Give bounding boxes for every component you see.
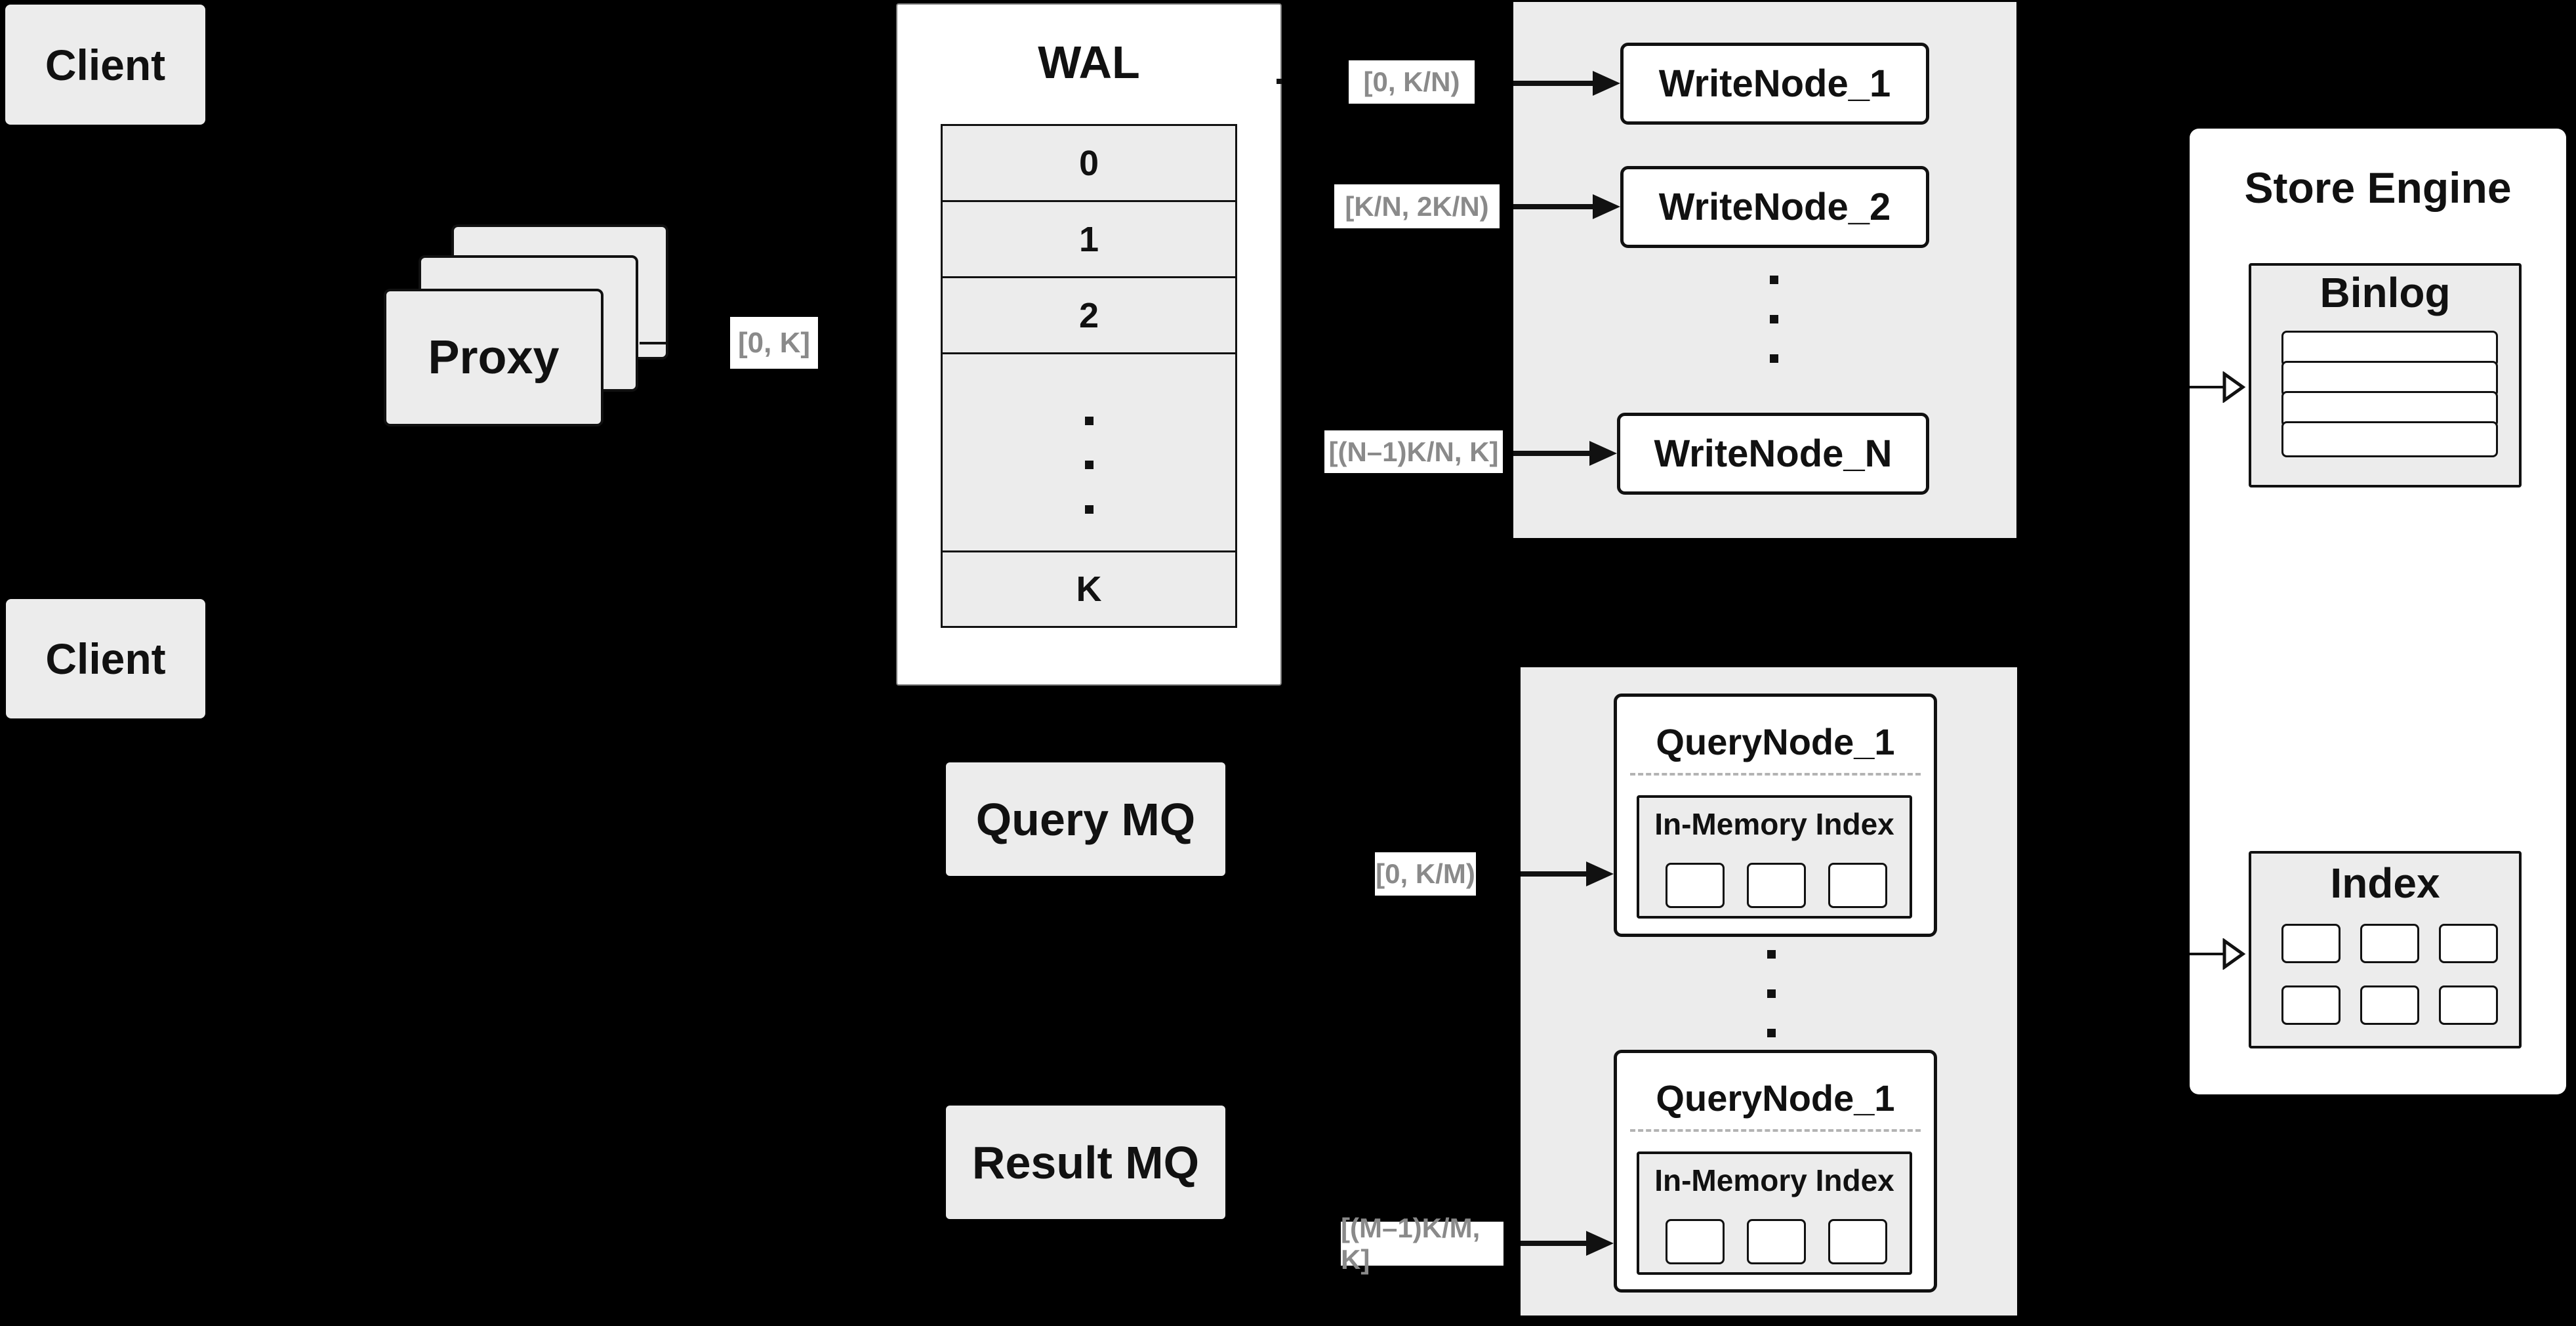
wal-title: WAL bbox=[941, 36, 1237, 89]
write-node-ellipsis-dot bbox=[1770, 315, 1778, 323]
wal-ellipsis-dot bbox=[1085, 505, 1094, 514]
memory-segment-cell bbox=[1666, 863, 1725, 908]
wal-segment-ellipsis bbox=[941, 352, 1237, 552]
query-mq-box: Query MQ bbox=[946, 762, 1225, 876]
arrow-right-icon bbox=[1593, 194, 1620, 219]
index-title: Index bbox=[2249, 860, 2522, 907]
client-bottom-label: Client bbox=[45, 634, 166, 683]
wal-segment-0: 0 bbox=[941, 124, 1237, 202]
open-arrowhead-icon bbox=[2222, 938, 2246, 970]
query-node-2-title-text: QueryNode_1 bbox=[1656, 1077, 1895, 1119]
query-node-1-title-text: QueryNode_1 bbox=[1656, 720, 1895, 762]
write-node-1-text: WriteNode_1 bbox=[1658, 62, 1891, 105]
query-node-1-title: QueryNode_1 bbox=[1620, 715, 1931, 768]
arrow-right-icon bbox=[1589, 441, 1617, 466]
index-title-text: Index bbox=[2330, 860, 2440, 907]
query-node-ellipsis-dot bbox=[1767, 950, 1776, 959]
memory-segment-cell bbox=[1828, 863, 1887, 908]
range-label-query-1: [0, K/M) bbox=[1375, 852, 1476, 896]
store-engine-title-text: Store Engine bbox=[2244, 163, 2512, 212]
write-node-ellipsis-dot bbox=[1770, 354, 1778, 363]
range-label-write-1: [0, K/N) bbox=[1349, 60, 1475, 104]
result-mq-label: Result MQ bbox=[971, 1136, 1200, 1188]
arrow-right-icon bbox=[1586, 861, 1614, 886]
memory-segment-cell bbox=[1828, 1219, 1887, 1264]
dashed-divider bbox=[1630, 1129, 1921, 1132]
range-label-write-n: [(N–1)K/N, K] bbox=[1324, 430, 1503, 473]
range-label-write-1-text: [0, K/N) bbox=[1363, 66, 1460, 97]
memory-segment-cell bbox=[1747, 1219, 1806, 1264]
binlog-row bbox=[2281, 361, 2498, 397]
binlog-title: Binlog bbox=[2249, 269, 2522, 316]
write-node-2: WriteNode_2 bbox=[1620, 166, 1929, 248]
query-node-ellipsis-dot bbox=[1767, 1029, 1776, 1037]
range-label-query-m-text: [(M–1)K/M, K] bbox=[1341, 1212, 1481, 1275]
in-memory-index-title-2: In-Memory Index bbox=[1637, 1162, 1912, 1199]
memory-segment-cell bbox=[1666, 1219, 1725, 1264]
wal-ellipsis-dot bbox=[1085, 417, 1094, 425]
proxy-card-front: Proxy bbox=[384, 289, 603, 426]
query-node-ellipsis-dot bbox=[1767, 989, 1776, 998]
binlog-row bbox=[2281, 421, 2498, 457]
arrow-right-icon bbox=[1593, 71, 1620, 96]
binlog-title-text: Binlog bbox=[2320, 269, 2451, 316]
index-cell bbox=[2360, 985, 2419, 1025]
client-top-label: Client bbox=[45, 40, 166, 89]
range-label-query-1-text: [0, K/M) bbox=[1376, 858, 1475, 889]
query-mq-label: Query MQ bbox=[975, 793, 1196, 845]
write-node-n-text: WriteNode_N bbox=[1654, 432, 1892, 475]
arrow-shaft bbox=[1521, 871, 1589, 877]
wal-segment-k: K bbox=[941, 550, 1237, 628]
arrow-shaft bbox=[1513, 81, 1595, 86]
memory-segment-cell bbox=[1747, 863, 1806, 908]
range-label-write-n-text: [(N–1)K/N, K] bbox=[1328, 436, 1499, 467]
wal-segment-1-text: 1 bbox=[1078, 219, 1099, 259]
store-engine-title: Store Engine bbox=[2216, 161, 2540, 214]
arrow-shaft bbox=[2190, 953, 2225, 955]
write-node-ellipsis-dot bbox=[1770, 276, 1778, 284]
index-cell bbox=[2281, 924, 2341, 963]
wal-title-text: WAL bbox=[1038, 37, 1140, 88]
range-label-write-2-text: [K/N, 2K/N) bbox=[1345, 190, 1489, 222]
arrow-shaft bbox=[1513, 451, 1592, 456]
wal-ellipsis-dot bbox=[1085, 461, 1094, 469]
open-arrowhead-icon bbox=[2222, 371, 2246, 403]
proxy-card-back-edge-line bbox=[640, 342, 668, 344]
range-label-write-2: [K/N, 2K/N) bbox=[1334, 184, 1500, 228]
wal-segment-2-text: 2 bbox=[1078, 295, 1099, 335]
wal-segment-k-text: K bbox=[1076, 570, 1102, 609]
dashed-divider bbox=[1630, 773, 1921, 776]
result-mq-box: Result MQ bbox=[946, 1106, 1225, 1219]
arrow-right-icon bbox=[1586, 1231, 1614, 1256]
proxy-label: Proxy bbox=[428, 331, 560, 384]
index-cell bbox=[2281, 985, 2341, 1025]
range-label-proxy-out-text: [0, K] bbox=[738, 326, 810, 359]
in-memory-index-title-1-text: In-Memory Index bbox=[1654, 807, 1894, 841]
range-label-proxy-out: [0, K] bbox=[730, 317, 818, 369]
write-node-n: WriteNode_N bbox=[1617, 413, 1929, 495]
wal-outgoing-line-stub bbox=[1277, 79, 1282, 84]
index-cell bbox=[2439, 985, 2498, 1025]
wal-segment-0-text: 0 bbox=[1078, 143, 1099, 183]
arrow-shaft bbox=[2190, 386, 2225, 388]
index-cell bbox=[2439, 924, 2498, 963]
range-label-query-m: [(M–1)K/M, K] bbox=[1341, 1212, 1503, 1275]
in-memory-index-title-1: In-Memory Index bbox=[1637, 806, 1912, 842]
write-node-1: WriteNode_1 bbox=[1620, 43, 1929, 125]
in-memory-index-title-2-text: In-Memory Index bbox=[1654, 1163, 1894, 1197]
client-box-top: Client bbox=[5, 5, 205, 125]
client-box-bottom: Client bbox=[6, 599, 205, 718]
arrow-shaft bbox=[1513, 204, 1595, 209]
wal-segment-1: 1 bbox=[941, 200, 1237, 278]
index-cell bbox=[2360, 924, 2419, 963]
query-node-2-title: QueryNode_1 bbox=[1620, 1071, 1931, 1124]
wal-segment-2: 2 bbox=[941, 276, 1237, 354]
write-node-2-text: WriteNode_2 bbox=[1658, 186, 1891, 228]
binlog-row bbox=[2281, 331, 2498, 367]
arrow-shaft bbox=[1521, 1241, 1589, 1246]
